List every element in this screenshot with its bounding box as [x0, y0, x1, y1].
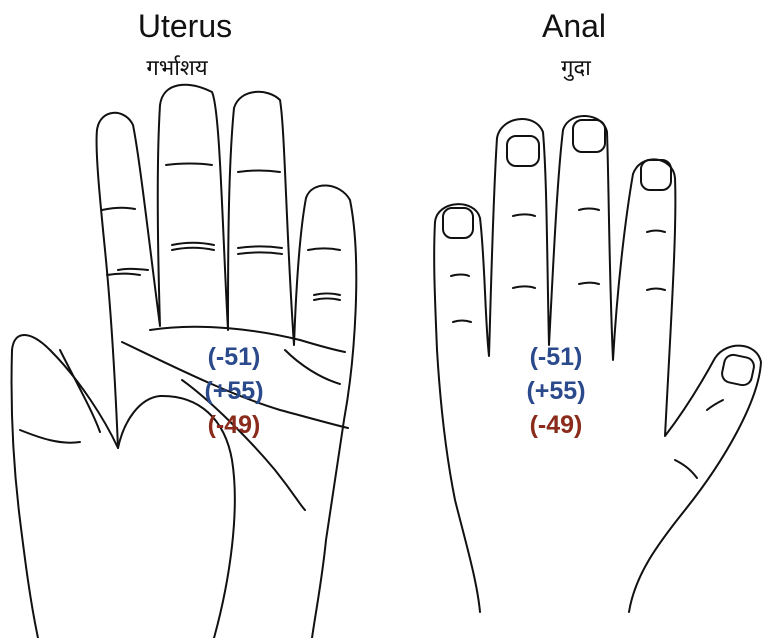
reading-value: (-49): [496, 408, 616, 442]
crease: [308, 249, 340, 251]
reading-group: (-51) (+55) (-49): [174, 340, 294, 442]
reading-value: (-51): [496, 340, 616, 374]
crease: [314, 299, 340, 301]
crease: [513, 215, 535, 217]
crease: [579, 283, 599, 285]
crease: [107, 274, 140, 276]
reading-value: (+55): [496, 374, 616, 408]
nail: [720, 353, 755, 387]
crease: [314, 294, 340, 296]
uterus-panel: Uterus गर्भाशय: [0, 0, 384, 638]
nail: [443, 208, 473, 238]
crease: [579, 209, 599, 211]
thumb-crease-2: [20, 430, 80, 443]
crease: [166, 164, 212, 166]
crease: [451, 275, 469, 277]
reading-value: (+55): [174, 374, 294, 408]
reading-group: (-51) (+55) (-49): [496, 340, 616, 442]
nail: [641, 160, 671, 190]
crease: [647, 231, 665, 233]
crease: [238, 247, 282, 249]
crease: [238, 171, 280, 173]
crease: [647, 289, 665, 291]
thumb-crease: [60, 350, 100, 432]
nail: [573, 120, 605, 152]
nail: [507, 136, 539, 166]
crease: [172, 248, 214, 250]
palm-hand-illustration: [0, 0, 384, 638]
crease: [118, 269, 148, 270]
crease: [453, 321, 471, 323]
crease: [707, 400, 723, 410]
anal-panel: Anal गुदा (-51) (+55) (-49): [385, 0, 769, 638]
crease: [675, 460, 697, 478]
crease: [102, 208, 135, 210]
crease: [513, 287, 535, 289]
crease: [238, 253, 282, 255]
reading-value: (-49): [174, 408, 294, 442]
reading-value: (-51): [174, 340, 294, 374]
crease: [172, 243, 214, 245]
back-hand-illustration: [385, 0, 769, 638]
